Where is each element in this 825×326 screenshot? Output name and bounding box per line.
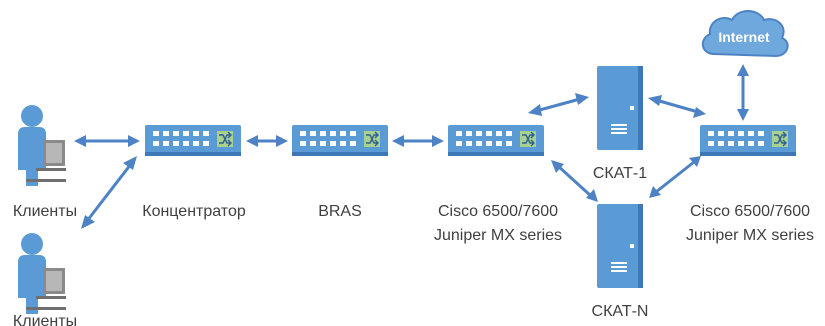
link-client-top-to-concentrator xyxy=(74,135,140,147)
link-skat-n-to-core-right xyxy=(649,156,701,198)
core-left-label-line2: Juniper MX series xyxy=(434,227,562,244)
node-bras: BRAS xyxy=(291,124,389,220)
internet-label: Internet xyxy=(718,29,770,45)
node-internet: Internet xyxy=(701,10,789,58)
core-right-label-line2: Juniper MX series xyxy=(686,227,814,244)
link-client-bottom-to-concentrator xyxy=(81,156,137,229)
link-concentrator-to-bras xyxy=(246,135,288,147)
connections xyxy=(74,64,749,229)
user-computer-icon xyxy=(18,105,66,186)
network-switch-icon xyxy=(699,124,797,157)
link-core-right-to-internet xyxy=(737,64,749,121)
link-skat-1-to-core-right xyxy=(648,95,706,118)
link-core-left-to-skat-1 xyxy=(528,93,589,116)
node-concentrator: Концентратор xyxy=(142,124,246,220)
client-bottom-label: Клиенты xyxy=(13,313,77,326)
bras-label: BRAS xyxy=(318,203,362,220)
network-switch-icon xyxy=(447,124,545,157)
skat-n-label: СКАТ-N xyxy=(592,303,649,320)
client-top-label: Клиенты xyxy=(13,203,77,220)
node-skat-1: СКАТ-1 xyxy=(593,66,647,182)
server-icon xyxy=(597,204,643,288)
network-switch-icon xyxy=(144,124,242,157)
node-core-right: Cisco 6500/7600 Juniper MX series xyxy=(686,124,814,244)
node-core-left: Cisco 6500/7600 Juniper MX series xyxy=(434,124,562,244)
core-right-label-line1: Cisco 6500/7600 xyxy=(690,203,810,220)
server-icon xyxy=(597,66,643,150)
skat-1-label: СКАТ-1 xyxy=(593,165,647,182)
user-computer-icon xyxy=(18,233,66,314)
node-client-top: Клиенты xyxy=(13,105,77,220)
cloud-icon xyxy=(701,10,789,58)
node-client-bottom: Клиенты xyxy=(13,233,77,326)
node-skat-n: СКАТ-N xyxy=(592,204,649,320)
network-switch-icon xyxy=(291,124,389,157)
core-left-label-line1: Cisco 6500/7600 xyxy=(438,203,558,220)
concentrator-label: Концентратор xyxy=(142,203,246,220)
link-bras-to-core-left xyxy=(392,135,444,147)
link-core-left-to-skat-n xyxy=(551,160,598,202)
